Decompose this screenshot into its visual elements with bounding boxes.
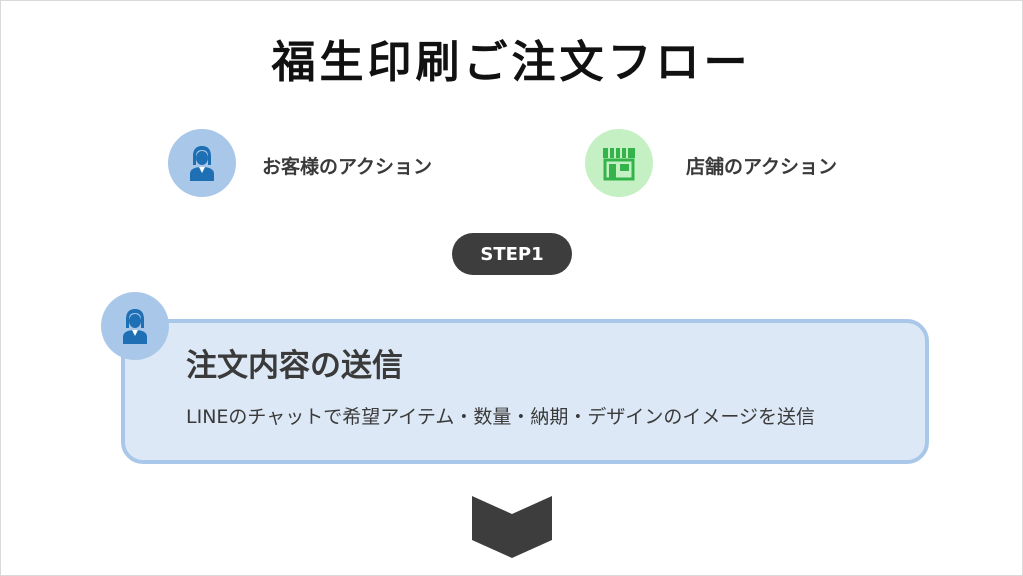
page-title: 福生印刷ご注文フロー — [271, 37, 752, 88]
customer-person-icon — [123, 309, 147, 344]
store-legend-badge — [585, 129, 653, 197]
customer-person-icon — [190, 146, 214, 181]
card-customer-badge — [101, 292, 169, 360]
card-description: LINEのチャットで希望アイテム・数量・納期・デザインのイメージを送信 — [186, 406, 815, 428]
card-title: 注文内容の送信 — [186, 348, 403, 384]
customer-legend-label: お客様のアクション — [262, 156, 433, 178]
store-legend-label: 店舗のアクション — [686, 156, 838, 178]
chevron-down-icon — [472, 496, 552, 558]
storefront-icon — [603, 148, 635, 181]
step-badge: STEP1 — [452, 233, 572, 275]
step-card — [121, 319, 929, 464]
customer-legend-badge — [168, 129, 236, 197]
